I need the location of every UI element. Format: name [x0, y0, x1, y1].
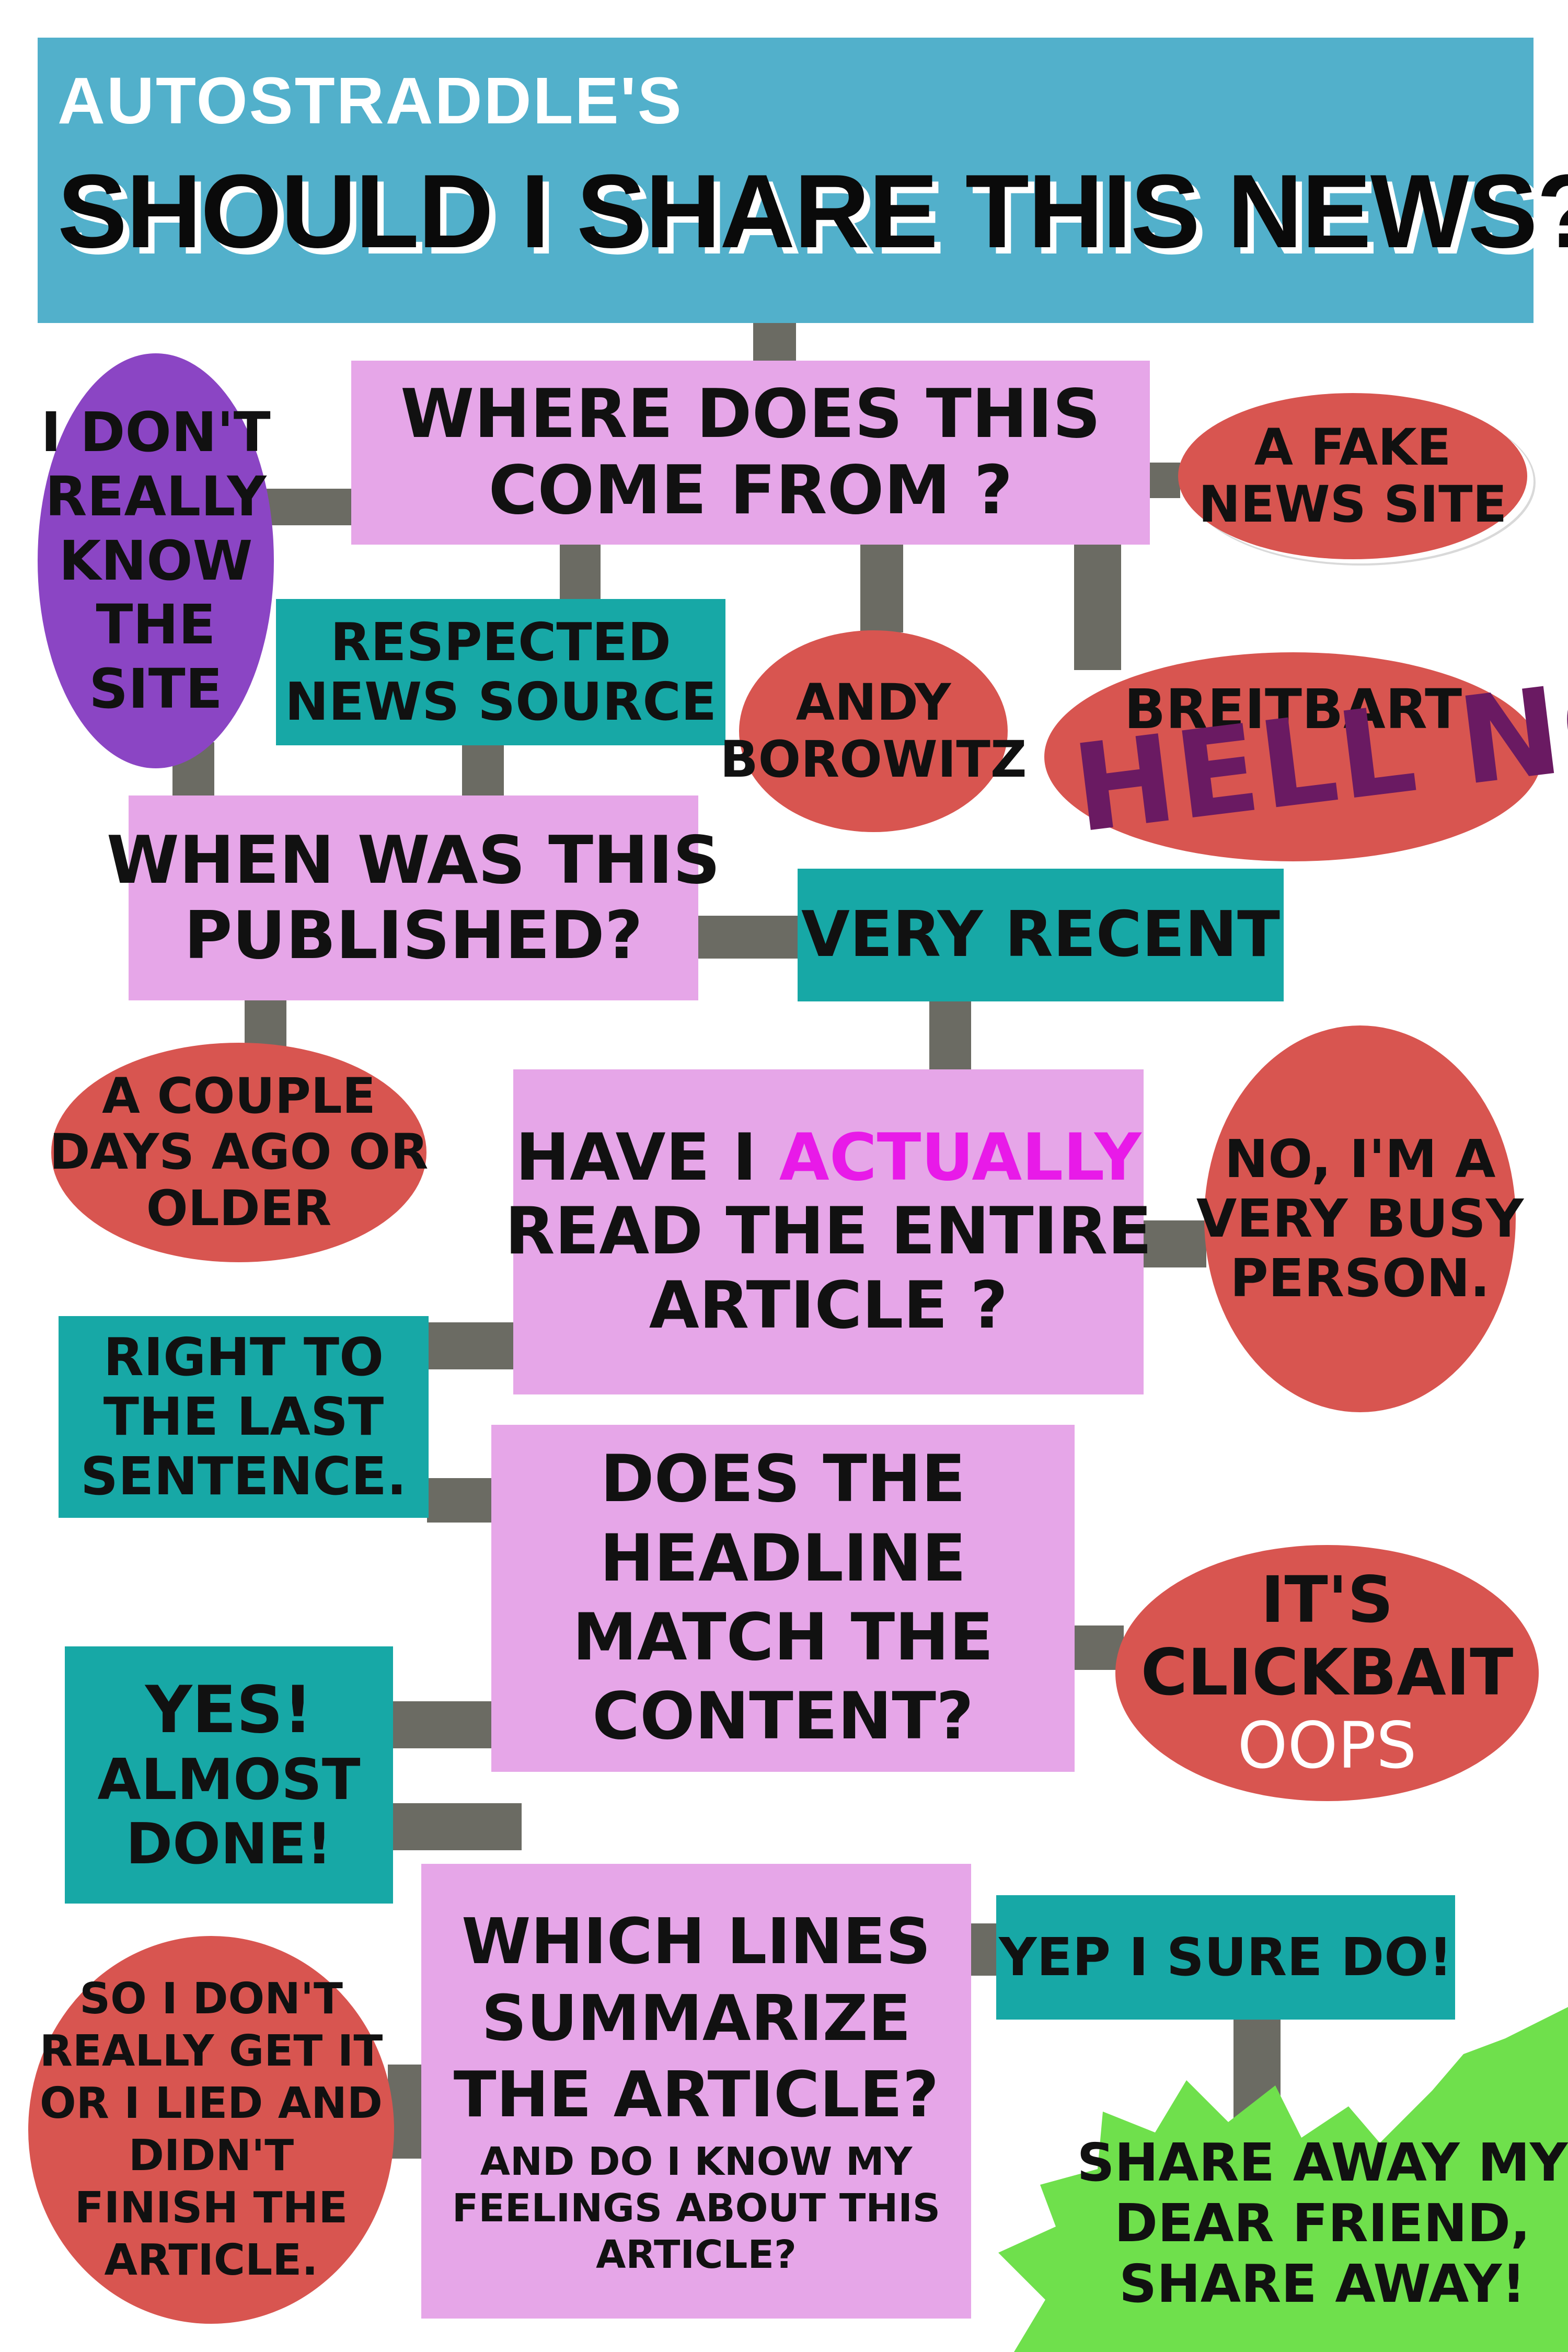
- node-text-line: SO I DON'T: [79, 1974, 343, 2024]
- node-text-line: WHICH LINES: [462, 1906, 931, 1979]
- node-text-line: WHEN WAS THIS: [106, 822, 721, 899]
- node-text-line: REALLY GET IT: [39, 2026, 383, 2076]
- answer-right-to-last-sentence: RIGHT TO THE LAST SENTENCE.: [59, 1316, 429, 1518]
- node-subtext-line: ARTICLE?: [596, 2232, 797, 2277]
- node-text-line: SITE: [89, 657, 223, 721]
- node-text-line: ANDY: [795, 673, 951, 732]
- node-text-line: PERSON.: [1230, 1248, 1490, 1309]
- read-line-1-prefix: HAVE I: [515, 1120, 779, 1195]
- share-away-splash: [998, 2007, 1568, 2352]
- splash-shape: [998, 2007, 1568, 2352]
- node-text-line: SENTENCE.: [80, 1446, 407, 1507]
- title-banner: [38, 38, 1534, 323]
- node-text-line: SUMMARIZE: [481, 1982, 911, 2055]
- question-read-entire-article: HAVE I ACTUALLY READ THE ENTIRE ARTICLE …: [505, 1069, 1152, 1394]
- node-text-line: KNOW: [59, 528, 253, 593]
- connector: [1149, 463, 1180, 498]
- page-title: SHOULD I SHARE THIS NEWS?: [57, 153, 1568, 270]
- answer-yes-almost-done: YES! ALMOST DONE!: [65, 1646, 393, 1904]
- node-text-line: SHARE AWAY MY: [1077, 2132, 1568, 2193]
- answer-didnt-get-it: SO I DON'T REALLY GET IT OR I LIED AND D…: [28, 1936, 394, 2324]
- node-text-line: READ THE ENTIRE: [505, 1194, 1152, 1270]
- node-text-line: YEP I SURE DO!: [999, 1927, 1452, 1988]
- node-text-line: MATCH THE: [572, 1600, 994, 1675]
- answer-fake-news-site: A FAKE NEWS SITE: [1178, 393, 1527, 559]
- node-text-line: COME FROM ?: [488, 452, 1013, 529]
- node-text-line: DIDN'T: [128, 2131, 294, 2181]
- node-text-line: DOES THE: [600, 1442, 966, 1517]
- connector: [267, 489, 355, 525]
- node-text-line: PUBLISHED?: [184, 897, 643, 974]
- node-subtext-line: FEELINGS ABOUT THIS: [452, 2186, 941, 2231]
- node-text-line: RIGHT TO: [103, 1327, 384, 1388]
- node-text-line: NEWS SOURCE: [284, 671, 717, 732]
- node-text-line: THE LAST: [103, 1386, 384, 1447]
- connector: [696, 916, 801, 959]
- node-text-line: CONTENT?: [592, 1679, 974, 1755]
- node-text-line: NO, I'M A: [1224, 1128, 1496, 1190]
- question-where-from: WHERE DOES THIS COME FROM ?: [351, 361, 1150, 545]
- node-text-line: YES!: [145, 1673, 313, 1748]
- title-kicker: AUTOSTRADDLE'S: [57, 64, 683, 137]
- node-text-line: NEWS SITE: [1198, 475, 1507, 534]
- node-text-line: THE ARTICLE?: [453, 2059, 939, 2131]
- node-text-line: BOROWITZ: [720, 730, 1027, 789]
- node-text-line: SHARE AWAY!: [1119, 2253, 1526, 2314]
- answer-breitbart: BREITBART: [1044, 652, 1542, 861]
- node-text-line: OLDER: [146, 1180, 332, 1237]
- connector: [753, 322, 796, 363]
- connector: [1074, 1625, 1124, 1670]
- node-text-line: ALMOST: [97, 1747, 361, 1813]
- connector: [392, 1701, 492, 1748]
- node-text-line: WHERE DOES THIS: [400, 375, 1101, 454]
- connector: [462, 742, 504, 800]
- node-text-line: RESPECTED: [330, 612, 671, 673]
- node-text-line: THE: [96, 593, 216, 657]
- question-headline-match: DOES THE HEADLINE MATCH THE CONTENT?: [491, 1425, 1075, 1772]
- question-which-lines-summarize: WHICH LINES SUMMARIZE THE ARTICLE? AND D…: [421, 1864, 971, 2319]
- answer-yep-i-sure-do: YEP I SURE DO!: [996, 1895, 1455, 2020]
- oops-label: OOPS: [1237, 1708, 1417, 1783]
- answer-clickbait: IT'S CLICKBAIT OOPS: [1115, 1545, 1539, 1801]
- connector: [1141, 1220, 1206, 1267]
- node-text-line: REALLY: [45, 464, 267, 528]
- node-text-line: VERY BUSY: [1196, 1188, 1524, 1249]
- connector: [427, 1322, 515, 1369]
- node-text-line: VERY RECENT: [801, 898, 1281, 971]
- question-when-published: WHEN WAS THIS PUBLISHED?: [107, 795, 720, 1000]
- connector: [427, 1478, 492, 1523]
- node-subtext-line: AND DO I KNOW MY: [480, 2139, 913, 2185]
- answer-dont-know-site: I DON'T REALLY KNOW THE SITE: [38, 353, 274, 768]
- connector: [860, 545, 903, 632]
- node-text-line: A FAKE: [1254, 418, 1451, 477]
- node-text-line: CLICKBAIT: [1140, 1635, 1514, 1710]
- node-text-line: FINISH THE: [74, 2183, 348, 2233]
- answer-very-busy-person: NO, I'M A VERY BUSY PERSON.: [1196, 1025, 1524, 1412]
- connector: [560, 545, 601, 599]
- answer-couple-days-ago: A COUPLE DAYS AGO OR OLDER: [49, 1043, 429, 1262]
- node-text-line: HEADLINE: [599, 1520, 966, 1596]
- node-text-line: OR I LIED AND: [40, 2078, 383, 2128]
- node-text-line: I DON'T: [41, 400, 271, 465]
- answer-very-recent: VERY RECENT: [798, 869, 1284, 1001]
- node-text-line: DONE!: [125, 1811, 332, 1877]
- node-text-line: ARTICLE ?: [649, 1267, 1008, 1343]
- connector: [1074, 545, 1121, 670]
- node-text-line: IT'S: [1261, 1563, 1393, 1638]
- actually-highlight: ACTUALLY: [779, 1120, 1142, 1195]
- node-text-line: DAYS AGO OR: [49, 1124, 429, 1181]
- answer-respected-news-source: RESPECTED NEWS SOURCE: [276, 599, 725, 745]
- node-text-line: ARTICLE.: [104, 2235, 318, 2286]
- answer-andy-borowitz: ANDY BOROWITZ: [720, 630, 1027, 832]
- node-text-line: BREITBART: [1124, 677, 1462, 741]
- node-text-line: DEAR FRIEND,: [1114, 2193, 1531, 2254]
- connector: [392, 1803, 522, 1850]
- share-away-text: SHARE AWAY MY DEAR FRIEND, SHARE AWAY!: [1077, 2132, 1568, 2314]
- node-text-line: A COUPLE: [102, 1068, 376, 1125]
- connector: [245, 999, 286, 1046]
- connector: [929, 999, 971, 1069]
- node-text-line: HAVE I ACTUALLY: [515, 1121, 1141, 1195]
